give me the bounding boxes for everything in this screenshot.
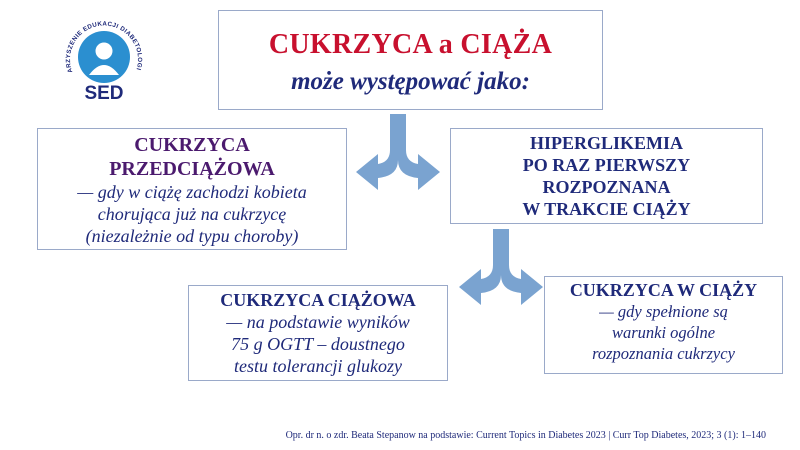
heading-line: PRZEDCIĄŻOWA (109, 158, 275, 180)
source-footer: Opr. dr n. o zdr. Beata Stepanow na pods… (285, 430, 766, 441)
desc-line: testu tolerancji glukozy (234, 356, 402, 376)
desc-line: warunki ogólne (611, 323, 716, 342)
main-subtitle: może występować jako: (291, 68, 530, 95)
box-pregestational: CUKRZYCA PRZEDCIĄŻOWA — gdy w ciążę zach… (37, 128, 347, 250)
main-title: CUKRZYCA a CIĄŻA (268, 29, 553, 60)
heading: CUKRZYCA W CIĄŻY (569, 280, 758, 300)
desc-line: (niezależnie od typu choroby) (85, 226, 299, 246)
heading-line: ROZPOZNANA (542, 177, 671, 197)
split-arrow-bottom (459, 229, 543, 305)
split-arrow-top (356, 114, 440, 190)
logo-acronym: SED (84, 83, 123, 104)
title-box: CUKRZYCA a CIĄŻA może występować jako: (218, 10, 603, 110)
box-diabetes-in-pregnancy: CUKRZYCA W CIĄŻY — gdy spełnione są waru… (544, 276, 783, 374)
box-gestational: CUKRZYCA CIĄŻOWA — na podstawie wyników … (188, 285, 448, 381)
arrow-shape (459, 229, 543, 305)
heading-line: W TRAKCIE CIĄŻY (522, 199, 691, 219)
logo-person-body (89, 65, 119, 75)
logo-person-head (95, 42, 113, 60)
heading: CUKRZYCA CIĄŻOWA (220, 290, 416, 310)
desc-line: 75 g OGTT – doustnego (231, 334, 405, 354)
desc-line: — gdy spełnione są (599, 302, 728, 321)
sed-logo: STOWARZYSZENIE EDUKACJI DIABETOLOGICZNEJ… (58, 15, 143, 104)
arrow-shape (356, 114, 440, 190)
box-hyperglycemia: HIPERGLIKEMIA PO RAZ PIERWSZY ROZPOZNANA… (450, 128, 763, 224)
desc-line: rozpoznania cukrzycy (592, 344, 735, 363)
heading-line: HIPERGLIKEMIA (529, 133, 684, 153)
desc-line: — gdy w ciążę zachodzi kobieta (77, 182, 307, 202)
desc-line: — na podstawie wyników (226, 312, 410, 332)
heading-line: CUKRZYCA (134, 134, 250, 156)
heading-line: PO RAZ PIERWSZY (522, 155, 691, 175)
desc-line: chorująca już na cukrzycę (97, 204, 287, 224)
